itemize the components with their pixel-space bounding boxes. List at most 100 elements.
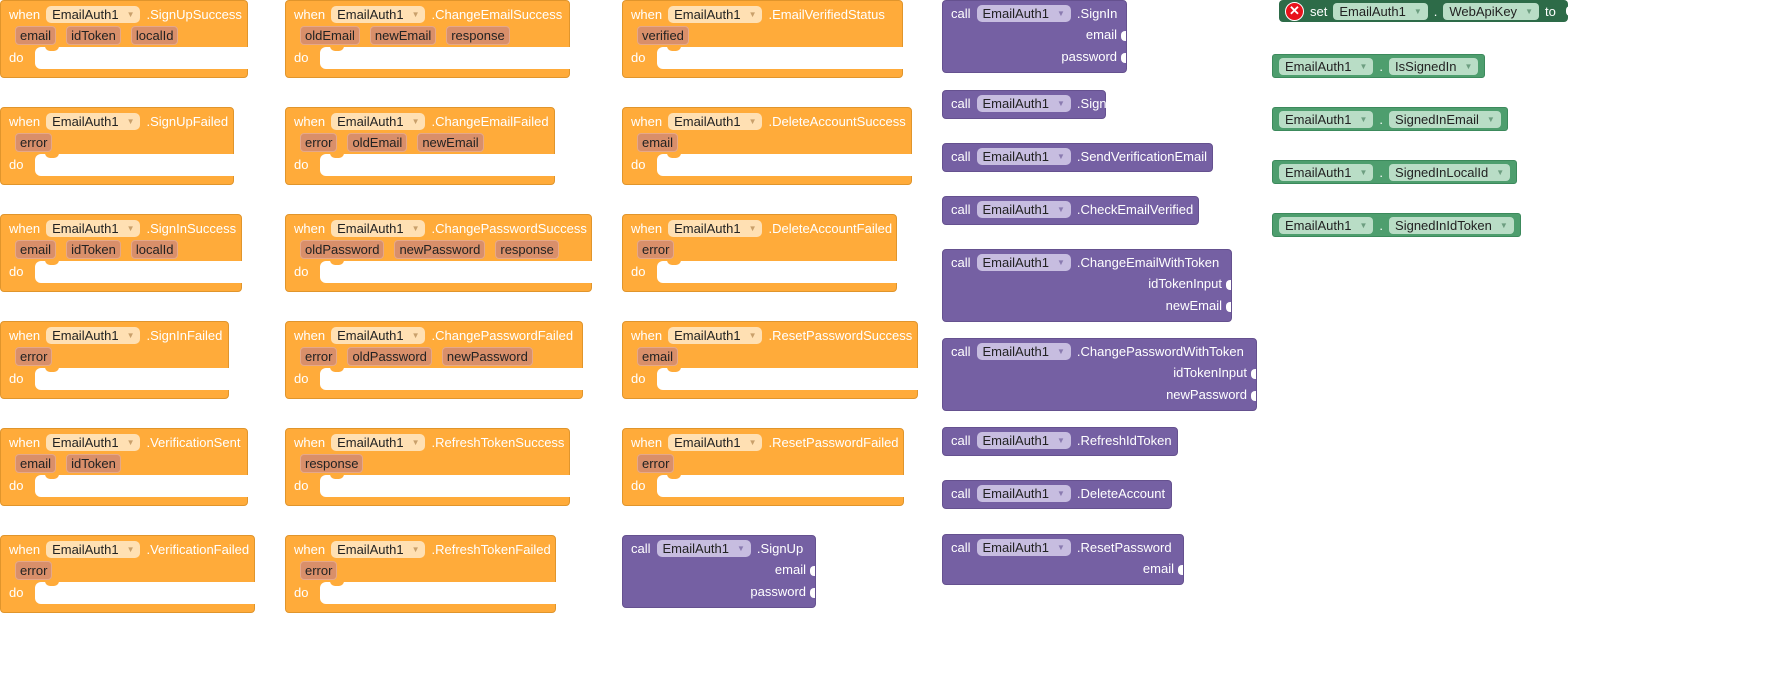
component-dropdown[interactable]: EmailAuth1▼ (668, 6, 763, 23)
component-dropdown[interactable]: EmailAuth1▼ (1333, 2, 1428, 20)
statement-slot[interactable] (35, 45, 248, 69)
component-dropdown[interactable]: EmailAuth1▼ (976, 5, 1071, 22)
param-error[interactable]: error (637, 454, 675, 473)
get-property-block[interactable]: EmailAuth1▼.SignedInIdToken▼ (1272, 213, 1521, 237)
param-error[interactable]: error (300, 561, 338, 580)
input-socket[interactable] (810, 587, 815, 598)
param-response[interactable]: response (495, 240, 559, 259)
statement-slot[interactable] (35, 152, 234, 176)
statement-slot[interactable] (35, 473, 248, 497)
component-dropdown[interactable]: EmailAuth1▼ (976, 432, 1071, 449)
param-newEmail[interactable]: newEmail (369, 26, 437, 45)
param-idToken[interactable]: idToken (66, 240, 121, 259)
arg-socket-idTokenInput[interactable]: idTokenInput (951, 362, 1256, 384)
component-dropdown[interactable]: EmailAuth1▼ (976, 95, 1071, 112)
arg-socket-email[interactable]: email (631, 559, 815, 581)
statement-slot[interactable] (657, 152, 912, 176)
component-dropdown[interactable]: EmailAuth1▼ (656, 540, 751, 557)
param-error[interactable]: error (15, 561, 53, 580)
param-newPassword[interactable]: newPassword (394, 240, 486, 259)
property-dropdown[interactable]: IsSignedIn▼ (1389, 57, 1479, 75)
param-email[interactable]: email (637, 133, 679, 152)
param-idToken[interactable]: idToken (66, 26, 121, 45)
input-socket[interactable] (1121, 30, 1126, 41)
component-dropdown[interactable]: EmailAuth1▼ (1279, 57, 1374, 75)
statement-slot[interactable] (320, 366, 583, 390)
input-socket[interactable] (1251, 390, 1256, 401)
component-dropdown[interactable]: EmailAuth1▼ (46, 434, 141, 451)
input-socket[interactable] (1226, 301, 1231, 312)
statement-slot[interactable] (657, 45, 903, 69)
input-socket[interactable] (1251, 368, 1256, 379)
arg-socket-newPassword[interactable]: newPassword (951, 384, 1256, 406)
input-socket[interactable] (1226, 279, 1231, 290)
arg-socket-newEmail[interactable]: newEmail (951, 295, 1231, 317)
component-dropdown[interactable]: EmailAuth1▼ (668, 113, 763, 130)
param-localId[interactable]: localId (130, 240, 179, 259)
arg-socket-password[interactable]: password (951, 46, 1126, 68)
component-dropdown[interactable]: EmailAuth1▼ (668, 434, 763, 451)
component-dropdown[interactable]: EmailAuth1▼ (46, 327, 141, 344)
statement-slot[interactable] (35, 366, 229, 390)
statement-slot[interactable] (320, 580, 556, 604)
error-icon[interactable]: ✕ (1285, 1, 1304, 21)
component-dropdown[interactable]: EmailAuth1▼ (331, 434, 426, 451)
arg-socket-email[interactable]: email (951, 558, 1183, 580)
input-socket[interactable] (1178, 564, 1183, 575)
param-oldEmail[interactable]: oldEmail (347, 133, 408, 152)
property-dropdown[interactable]: SignedInLocalId▼ (1389, 163, 1511, 181)
get-property-block[interactable]: EmailAuth1▼.SignedInEmail▼ (1272, 107, 1508, 131)
param-idToken[interactable]: idToken (66, 454, 121, 473)
component-dropdown[interactable]: EmailAuth1▼ (331, 113, 426, 130)
input-socket[interactable] (1121, 52, 1126, 63)
param-verified[interactable]: verified (637, 26, 689, 45)
input-socket[interactable] (1565, 6, 1571, 16)
component-dropdown[interactable]: EmailAuth1▼ (976, 485, 1071, 502)
component-dropdown[interactable]: EmailAuth1▼ (1279, 216, 1374, 234)
param-newEmail[interactable]: newEmail (417, 133, 484, 152)
component-dropdown[interactable]: EmailAuth1▼ (331, 327, 426, 344)
component-dropdown[interactable]: EmailAuth1▼ (976, 201, 1071, 218)
statement-slot[interactable] (35, 259, 242, 283)
param-email[interactable]: email (15, 26, 57, 45)
component-dropdown[interactable]: EmailAuth1▼ (46, 220, 141, 237)
statement-slot[interactable] (657, 259, 897, 283)
get-property-block[interactable]: EmailAuth1▼.SignedInLocalId▼ (1272, 160, 1518, 184)
component-dropdown[interactable]: EmailAuth1▼ (331, 541, 426, 558)
statement-slot[interactable] (320, 473, 570, 497)
statement-slot[interactable] (320, 259, 592, 283)
param-error[interactable]: error (15, 133, 53, 152)
param-oldEmail[interactable]: oldEmail (300, 26, 360, 45)
component-dropdown[interactable]: EmailAuth1▼ (668, 327, 763, 344)
component-dropdown[interactable]: EmailAuth1▼ (46, 113, 141, 130)
component-dropdown[interactable]: EmailAuth1▼ (331, 220, 426, 237)
component-dropdown[interactable]: EmailAuth1▼ (46, 541, 141, 558)
property-dropdown[interactable]: WebApiKey▼ (1443, 2, 1539, 20)
